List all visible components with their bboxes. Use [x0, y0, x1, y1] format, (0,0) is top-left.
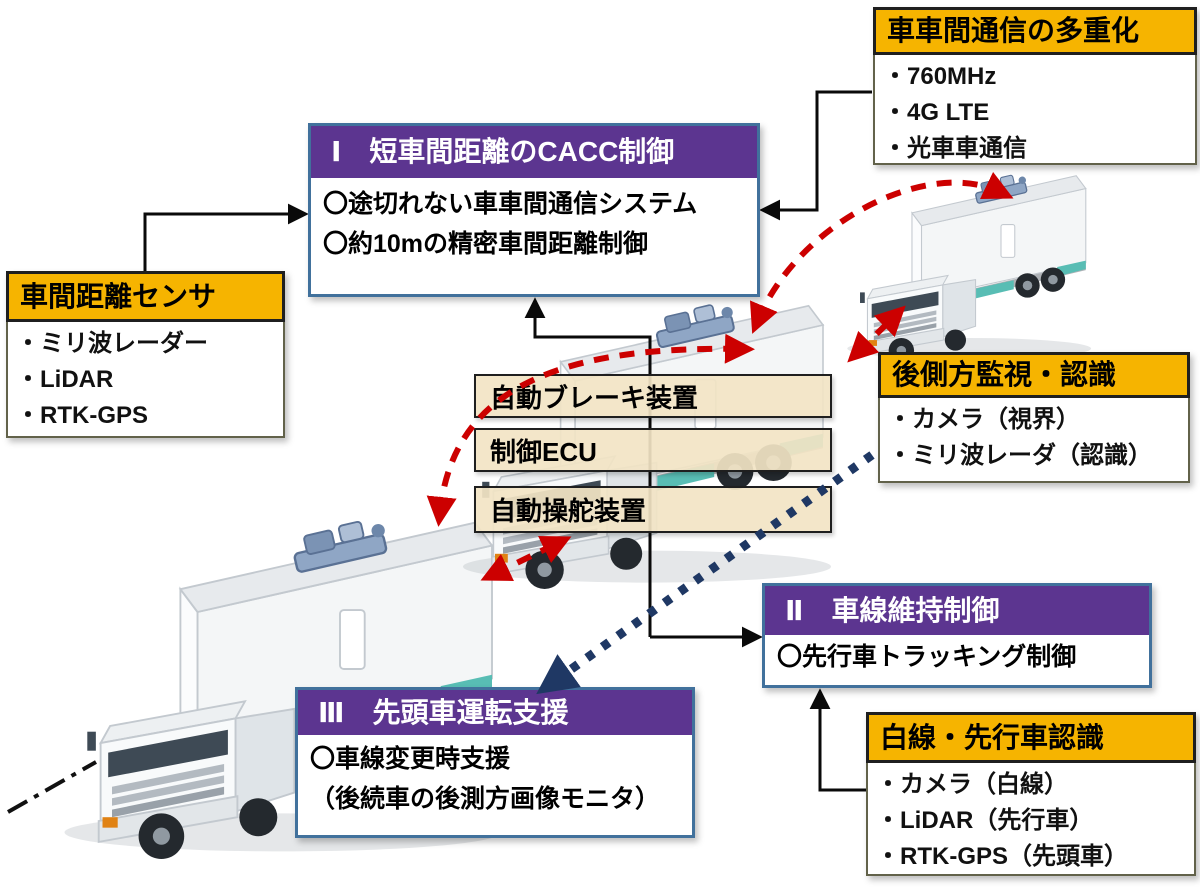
list-item: ・LiDAR	[16, 366, 114, 393]
box-cacc-control-line: 〇途切れない車車間通信システム	[323, 190, 698, 218]
list-item: ・カメラ（視界）	[888, 406, 1080, 433]
arrow-v2v-short-lead	[480, 536, 572, 581]
box-auto-brake: 自動ブレーキ装置	[474, 374, 832, 418]
box-control-ecu-label: 制御ECU	[490, 436, 597, 467]
list-item: ・ミリ波レーダ（認識）	[888, 442, 1152, 469]
box-lead-vehicle-assist-title: Ⅲ 先頭車運転支援	[298, 690, 692, 735]
connector-recognition-to-lane-keeping	[809, 688, 866, 792]
list-item: ・ミリ波レーダー	[16, 330, 208, 357]
box-distance-sensor: 車間距離センサ ・ミリ波レーダー ・LiDAR ・RTK-GPS	[6, 271, 285, 438]
box-v2v-multiplex: 車車間通信の多重化 ・760MHz ・4G LTE ・光車車通信	[873, 7, 1197, 165]
box-cacc-control: Ⅰ 短車間距離のCACC制御 〇途切れない車車間通信システム 〇約10mの精密車…	[308, 123, 760, 297]
box-control-ecu: 制御ECU	[474, 428, 832, 472]
box-lane-keeping-title: Ⅱ 車線維持制御	[765, 586, 1149, 635]
list-item: ・LiDAR（先行車）	[876, 807, 1094, 834]
box-lead-vehicle-assist-line: 〇車線変更時支援	[310, 745, 511, 773]
list-item: ・カメラ（白線）	[876, 771, 1068, 798]
box-cacc-control-line: 〇約10mの精密車間距離制御	[323, 230, 649, 258]
connector-multiplex-to-cacc	[759, 90, 872, 221]
box-auto-brake-label: 自動ブレーキ装置	[490, 382, 699, 413]
box-lane-keeping: Ⅱ 車線維持制御 〇先行車トラッキング制御	[762, 583, 1152, 688]
road-centerline	[7, 760, 97, 814]
box-v2v-multiplex-title: 車車間通信の多重化	[873, 7, 1197, 55]
list-item: ・RTK-GPS（先頭車）	[876, 843, 1128, 870]
truck-rear	[846, 171, 1092, 364]
box-cacc-control-title: Ⅰ 短車間距離のCACC制御	[311, 126, 757, 178]
arrow-v2v-short-rear	[847, 305, 906, 363]
list-item: ・RTK-GPS	[16, 402, 148, 429]
box-rear-side-monitor-title: 後側方監視・認識	[878, 352, 1190, 398]
list-item: ・光車車通信	[883, 135, 1027, 162]
box-lane-keeping-line: 〇先行車トラッキング制御	[777, 643, 1077, 671]
box-auto-steering-label: 自動操舵装置	[490, 496, 647, 526]
box-rear-side-monitor: 後側方監視・認識 ・カメラ（視界） ・ミリ波レーダ（認識）	[878, 352, 1190, 483]
connector-equipment-to-cacc	[524, 297, 652, 637]
box-lane-vehicle-recognition: 白線・先行車認識 ・カメラ（白線） ・LiDAR（先行車） ・RTK-GPS（先…	[866, 712, 1196, 876]
connector-distance-sensor-to-cacc	[143, 203, 309, 271]
box-lane-vehicle-recognition-title: 白線・先行車認識	[866, 712, 1196, 763]
box-lead-vehicle-assist: Ⅲ 先頭車運転支援 〇車線変更時支援 （後続車の後測方画像モニタ）	[295, 687, 695, 838]
box-auto-steering: 自動操舵装置	[474, 486, 832, 533]
list-item: ・760MHz	[883, 63, 997, 90]
arrow-v2v-middle-rear	[749, 171, 1014, 334]
box-distance-sensor-title: 車間距離センサ	[6, 271, 285, 322]
box-lead-vehicle-assist-line: （後続車の後測方画像モニタ）	[310, 785, 661, 813]
list-item: ・4G LTE	[883, 99, 990, 126]
